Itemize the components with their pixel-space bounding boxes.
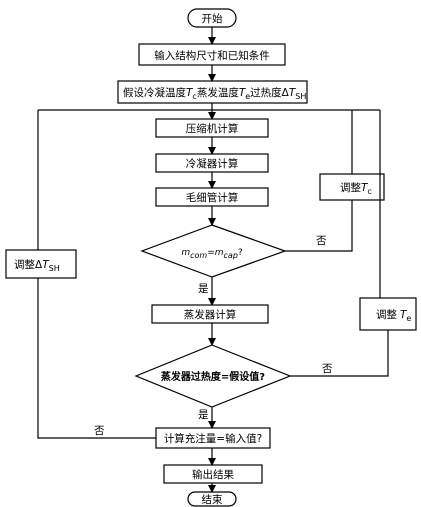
assume-box: 假设冷凝温度Tc蒸发温度Te过热度ΔTSH	[117, 80, 308, 104]
evaporator-label: 蒸发器计算	[184, 308, 237, 321]
evaporator-box: 蒸发器计算	[151, 304, 269, 324]
output-box: 输出结果	[163, 464, 263, 484]
no3-label: 否	[94, 425, 105, 437]
end-terminal: 结束	[187, 491, 237, 507]
decision2-label: 蒸发器过热度=假设值?	[161, 370, 265, 383]
output-label: 输出结果	[192, 468, 234, 481]
no3-line	[37, 278, 156, 439]
capillary-label: 毛细管计算	[186, 191, 239, 204]
adjust-tsh-label: 调整ΔTSH	[14, 258, 60, 273]
capillary-box: 毛细管计算	[155, 187, 269, 207]
yes1-label: 是	[198, 283, 209, 295]
decision1-label: mcom=mcap?	[181, 248, 243, 260]
assume-label: 假设冷凝温度Tc蒸发温度Te过热度ΔTSH	[123, 86, 306, 101]
no2-label: 否	[322, 363, 333, 375]
adjust-tc-label: 调整Tc	[340, 181, 372, 196]
input-box: 输入结构尺寸和已知条件	[138, 43, 286, 66]
charge-label: 计算充注量=输入值?	[164, 432, 262, 445]
compressor-label: 压缩机计算	[186, 122, 239, 135]
compressor-box: 压缩机计算	[155, 118, 269, 138]
no1-line	[285, 200, 353, 252]
adjust-tc-box: 调整Tc	[319, 173, 385, 201]
charge-box: 计算充注量=输入值?	[155, 427, 271, 449]
decision2-diamond: 蒸发器过热度=假设值?	[134, 344, 292, 408]
yes2-label: 是	[198, 409, 209, 421]
adjust-tsh-box: 调整ΔTSH	[5, 249, 77, 279]
start-label: 开始	[202, 12, 223, 25]
no1-label: 否	[316, 235, 327, 247]
end-label: 结束	[202, 493, 223, 506]
condenser-box: 冷凝器计算	[155, 153, 269, 173]
decision1-diamond: mcom=mcap?	[140, 224, 287, 278]
condenser-label: 冷凝器计算	[186, 157, 239, 170]
no2-line	[290, 330, 389, 377]
input-label: 输入结构尺寸和已知条件	[154, 49, 270, 62]
start-terminal: 开始	[187, 8, 237, 28]
